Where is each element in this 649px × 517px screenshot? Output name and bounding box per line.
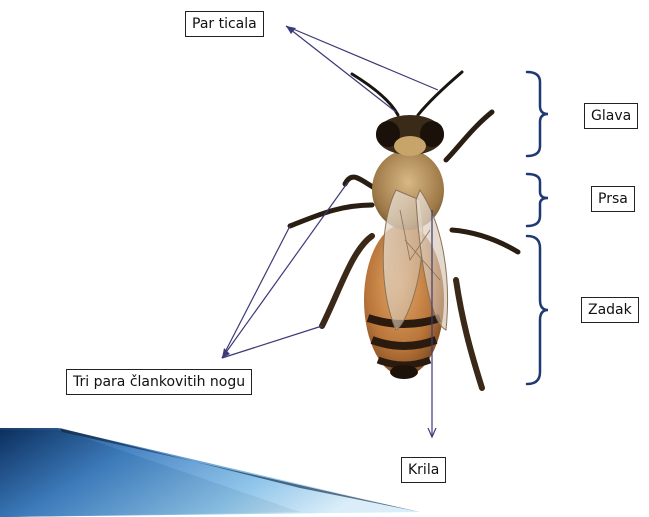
bee-illustration bbox=[290, 72, 518, 388]
antennae-pointer-left bbox=[286, 26, 396, 112]
legs-pointer-1 bbox=[222, 182, 348, 358]
label-wings: Krila bbox=[401, 457, 446, 483]
label-legs: Tri para člankovitih nogu bbox=[66, 369, 252, 395]
legs-pointer-2 bbox=[222, 226, 290, 358]
decorative-banner bbox=[0, 428, 420, 517]
thorax-brace bbox=[527, 174, 548, 226]
abdomen-brace bbox=[527, 236, 548, 384]
label-antennae: Par ticala bbox=[185, 11, 264, 37]
label-thorax: Prsa bbox=[591, 186, 635, 212]
legs-pointer-3 bbox=[222, 326, 322, 358]
label-abdomen: Zadak bbox=[581, 297, 639, 323]
head-brace bbox=[527, 72, 548, 156]
label-head: Glava bbox=[584, 103, 638, 129]
body-section-braces bbox=[527, 72, 548, 384]
